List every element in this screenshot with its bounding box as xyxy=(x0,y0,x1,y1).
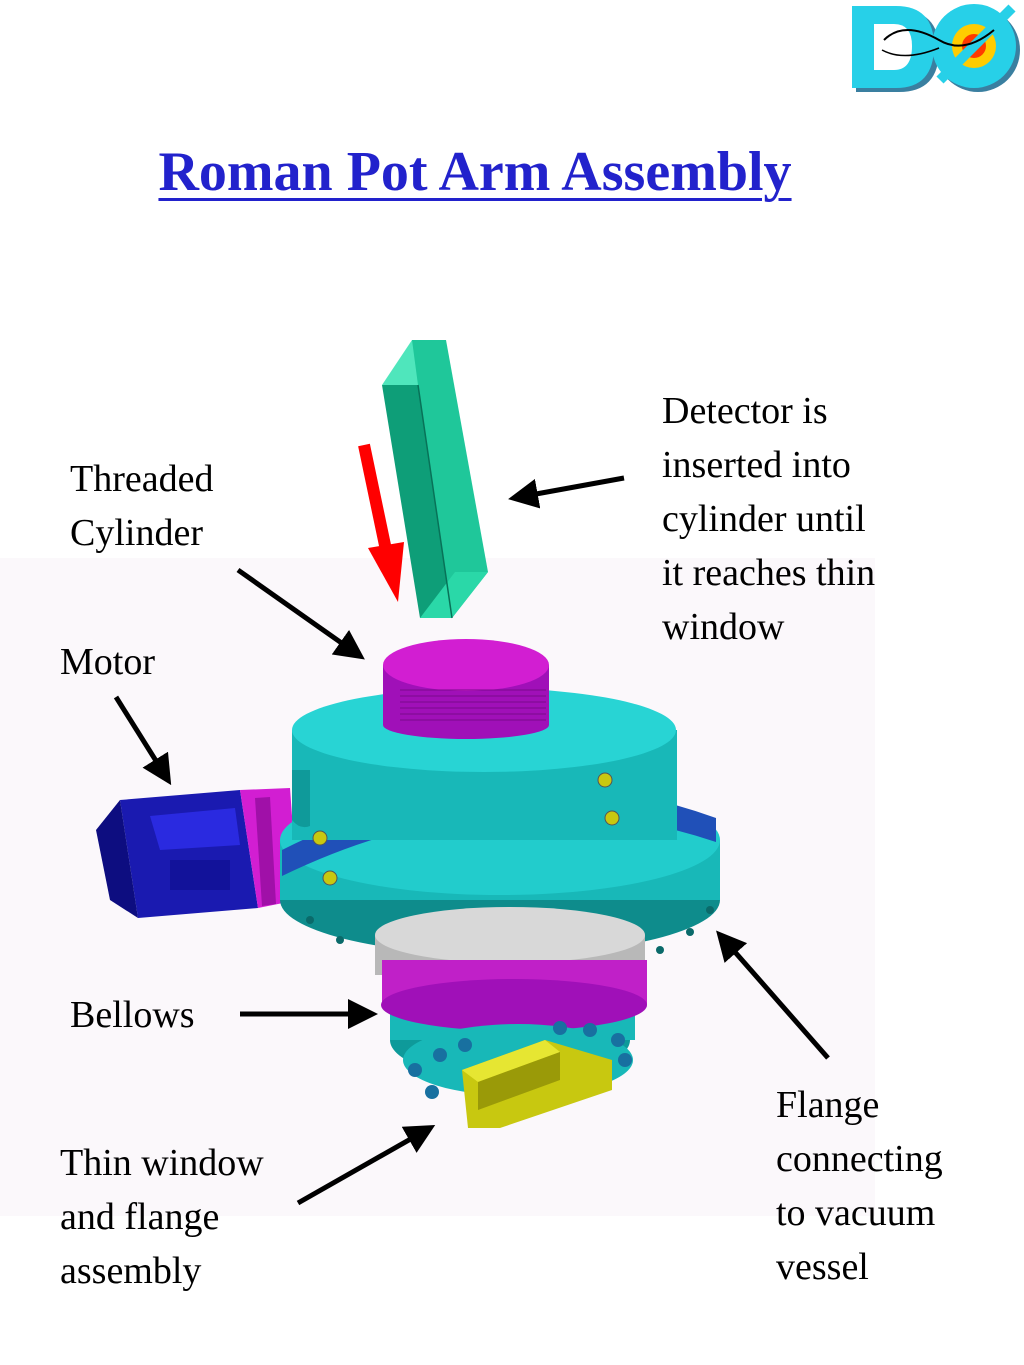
label-detector: Detector is inserted into cylinder until… xyxy=(662,384,875,654)
label-line: to vacuum xyxy=(776,1192,936,1234)
label-line: inserted into xyxy=(662,444,851,486)
label-line: assembly xyxy=(60,1250,202,1292)
label-thin-window: Thin window and flange assembly xyxy=(60,1136,264,1298)
dzero-logo: DØ xyxy=(844,0,1024,100)
arrow-motor xyxy=(113,695,172,786)
label-line: cylinder until xyxy=(662,498,866,540)
label-line: vessel xyxy=(776,1246,869,1288)
label-flange: Flange connecting to vacuum vessel xyxy=(776,1078,943,1294)
label-line: Threaded xyxy=(70,458,214,500)
label-line: and flange xyxy=(60,1196,220,1238)
arrow-thin-window xyxy=(296,1125,436,1206)
label-motor: Motor xyxy=(60,635,155,689)
housing xyxy=(280,688,720,956)
motor xyxy=(96,788,298,918)
label-line: Flange xyxy=(776,1084,880,1126)
label-line: Cylinder xyxy=(70,512,203,554)
threaded-cylinder xyxy=(383,639,549,739)
label-line: Motor xyxy=(60,641,155,683)
label-line: Thin window xyxy=(60,1142,264,1184)
detector-bar xyxy=(382,340,488,619)
label-line: it reaches thin xyxy=(662,552,876,594)
window-flange xyxy=(403,1021,633,1128)
label-line: connecting xyxy=(776,1138,943,1180)
arrow-detector xyxy=(508,475,625,509)
label-line: window xyxy=(662,606,785,648)
page-title: Roman Pot Arm Assembly xyxy=(158,141,792,203)
label-line: Bellows xyxy=(70,994,195,1036)
label-bellows: Bellows xyxy=(70,988,195,1042)
arrow-threaded-cylinder xyxy=(236,567,365,660)
label-line: Detector is xyxy=(662,390,828,432)
label-threaded-cylinder: Threaded Cylinder xyxy=(70,452,213,560)
insertion-arrow xyxy=(358,443,404,602)
arrow-flange xyxy=(716,930,830,1060)
